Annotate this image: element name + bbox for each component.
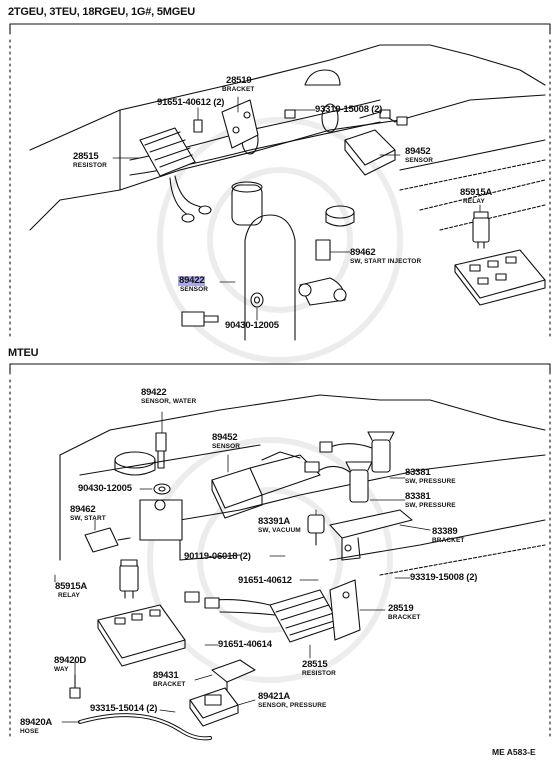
label-90119[interactable]: 90119-06018 (2) [184,551,251,562]
label-89420A[interactable]: 89420A [20,717,53,728]
label-28515-bottom[interactable]: 28515 [302,659,328,670]
label-89431[interactable]: 89431 [153,670,179,681]
label-83391A[interactable]: 83391A [258,516,291,527]
desc-89422-bottom: SENSOR, WATER [141,398,197,405]
resistor-28515-bottom[interactable] [184,589,341,643]
label-93319-bottom[interactable]: 93319-15008 (2) [410,572,478,583]
label-28515-top[interactable]: 28515 [73,151,99,162]
desc-89452-top: SENSOR [405,157,434,164]
pressure-sensor-89421A[interactable] [189,687,239,727]
pressure-switch-83381-a[interactable] [319,431,395,473]
label-93319-top[interactable]: 93319-15008 (2) [315,104,383,115]
leader-lines-top [112,96,481,321]
desc-28515-top: RESISTOR [73,162,107,169]
label-91651-bottom[interactable]: 91651-40612 [238,575,292,586]
label-90430-bottom[interactable]: 90430-12005 [78,483,132,494]
desc-83391A: SW, VACUUM [258,527,301,534]
label-85915A-bottom[interactable]: 85915A [55,581,88,592]
footer-code: ME A583-E [492,747,536,757]
desc-89420D: WAY [54,666,69,673]
sensor-89422-top[interactable] [181,311,219,327]
label-89420D[interactable]: 89420D [54,655,87,666]
sensor-89452-top[interactable] [344,109,408,176]
label-89422-bottom[interactable]: 89422 [141,387,167,398]
desc-85915A-top: RELAY [463,198,485,205]
sensor-89422-bottom[interactable] [155,432,167,469]
desc-28519-top: BRACKET [222,86,255,93]
bottom-section-title: MTEU [8,347,39,359]
desc-89462-bottom: SW, START [70,515,106,522]
desc-83389: BRACKET [432,537,465,544]
label-89462-top[interactable]: 89462 [350,247,376,258]
label-85915A-top[interactable]: 85915A [460,187,493,198]
label-89452-top[interactable]: 89452 [405,146,431,157]
desc-83381-b: SW, PRESSURE [405,502,456,509]
bottom-section-frame [9,363,551,741]
top-section-frame [9,23,551,341]
way-89420D[interactable] [69,674,81,699]
desc-89431: BRACKET [153,681,186,688]
label-83389[interactable]: 83389 [432,526,458,537]
label-90430-top[interactable]: 90430-12005 [225,320,279,331]
leader-lines-bottom [54,411,431,723]
desc-89462-top: SW, START INJECTOR [350,258,422,265]
label-89462-bottom[interactable]: 89462 [70,504,96,515]
top-section-title: 2TGEU, 3TEU, 18RGEU, 1G#, 5MGEU [8,6,195,18]
vacuum-switch-83391A[interactable] [307,514,325,546]
desc-89420A: HOSE [20,728,39,735]
label-83381-a[interactable]: 83381 [405,467,431,478]
label-89452-bottom[interactable]: 89452 [212,432,238,443]
label-91651-b2[interactable]: 91651-40614 [218,639,272,650]
bottom-engine-illustration [59,394,546,576]
hose-89420A[interactable] [78,713,212,741]
gasket-90430-bottom[interactable] [153,483,171,495]
relay-85915A-bottom[interactable] [119,559,139,599]
desc-89452-bottom: SENSOR [212,443,241,450]
gasket-90430-top[interactable] [250,292,264,308]
desc-28519-bottom: BRACKET [388,614,421,621]
bracket-89431[interactable] [211,659,256,691]
resistor-28515-top[interactable] [139,127,212,223]
label-28519-bottom[interactable]: 28519 [388,603,414,614]
bracket-28519-bottom[interactable] [329,579,361,641]
label-28519-top[interactable]: 28519 [226,75,252,86]
relay-85915A-top[interactable] [472,211,490,249]
pressure-switch-83381-b[interactable] [304,461,373,503]
relay-block-bottom [97,604,186,667]
desc-83381-a: SW, PRESSURE [405,478,456,485]
desc-85915A-bottom: RELAY [58,592,80,599]
label-83381-b[interactable]: 83381 [405,491,431,502]
label-91651-top[interactable]: 91651-40612 (2) [157,97,225,108]
relay-block-top [454,249,546,306]
label-93315[interactable]: 93315-15014 (2) [90,703,158,714]
bracket-83389[interactable] [329,509,413,561]
switch-89462-bottom[interactable] [84,527,131,553]
label-89422-top[interactable]: 89422 [178,275,206,286]
watermark-emblem [147,117,403,683]
desc-89422-top: SENSOR [180,286,209,293]
label-89421A[interactable]: 89421A [258,691,291,702]
switch-89462-top[interactable] [298,239,347,306]
desc-28515-bottom: RESISTOR [302,670,336,677]
desc-89421A: SENSOR, PRESSURE [258,702,327,709]
